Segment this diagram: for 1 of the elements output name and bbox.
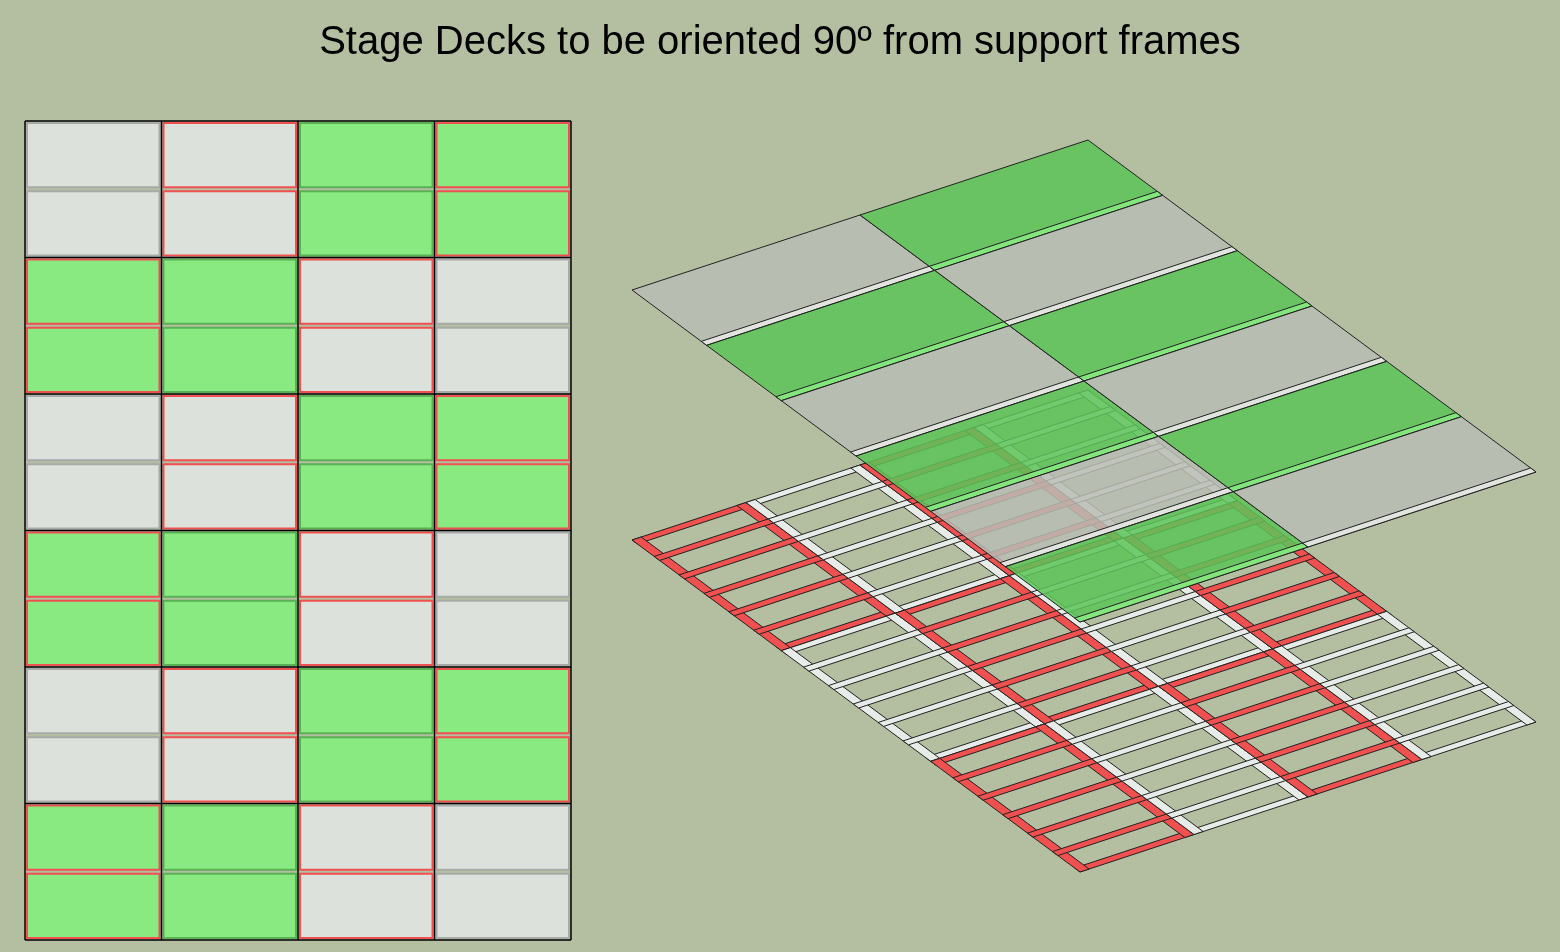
title: Stage Decks to be oriented 90º from support frames <box>318 18 1242 63</box>
